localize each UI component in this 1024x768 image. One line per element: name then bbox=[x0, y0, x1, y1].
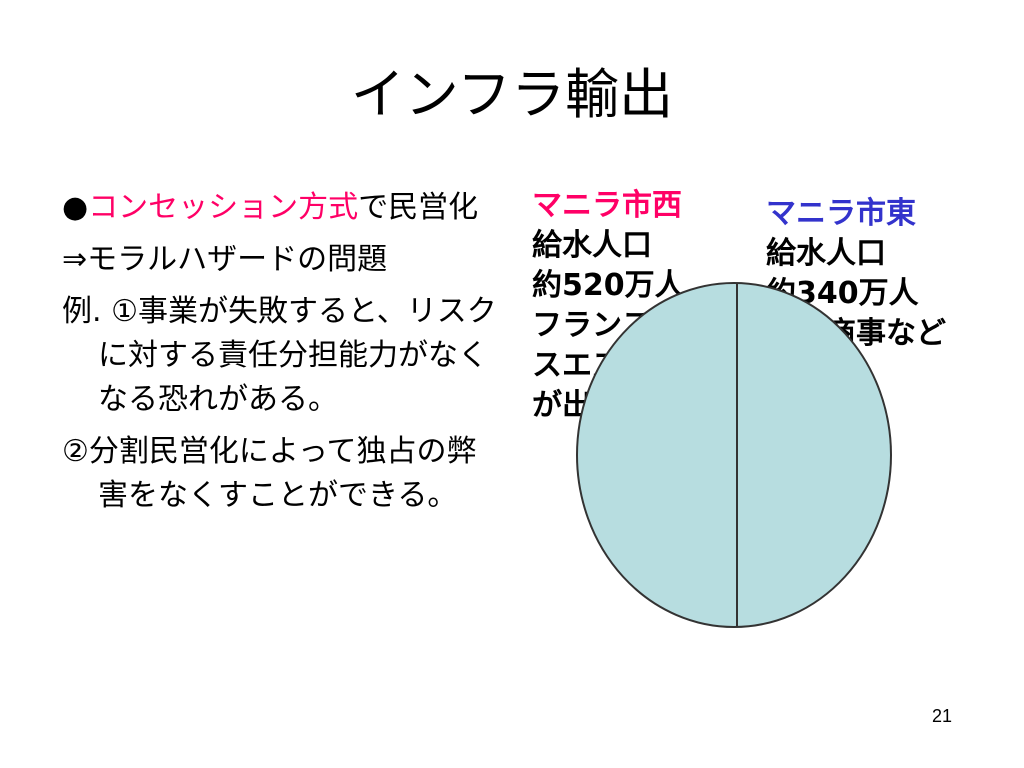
manila-split-diagram bbox=[576, 282, 892, 628]
east-title: マニラ市東 bbox=[766, 196, 916, 231]
bullet-marker: ● bbox=[62, 190, 89, 225]
bullet-example-2: ②分割民営化によって独占の弊害をなくすことができる。 bbox=[62, 434, 477, 513]
west-line-1: 給水人口 bbox=[532, 228, 652, 263]
page-number: 21 bbox=[932, 706, 953, 726]
bullet-example-1: 例. ①事業が失敗すると、リスクに対する責任分担能力がなくなる恐れがある。 bbox=[62, 294, 497, 417]
manila-ellipse bbox=[576, 282, 892, 628]
bullet-list: ●コンセッション方式で民営化 ⇒モラルハザードの問題 例. ①事業が失敗すると、… bbox=[62, 186, 502, 526]
bullet-moral-hazard: ⇒モラルハザードの問題 bbox=[62, 242, 388, 277]
west-title: マニラ市西 bbox=[532, 188, 682, 223]
west-line-2: 約520万人 bbox=[532, 268, 685, 303]
concession-rest: で民営化 bbox=[358, 190, 479, 225]
east-line-1: 給水人口 bbox=[766, 236, 886, 271]
concession-term: コンセッション方式 bbox=[88, 190, 359, 225]
bullet-concession: ●コンセッション方式で民営化 bbox=[62, 186, 502, 230]
slide-title: インフラ輸出 bbox=[350, 63, 674, 126]
